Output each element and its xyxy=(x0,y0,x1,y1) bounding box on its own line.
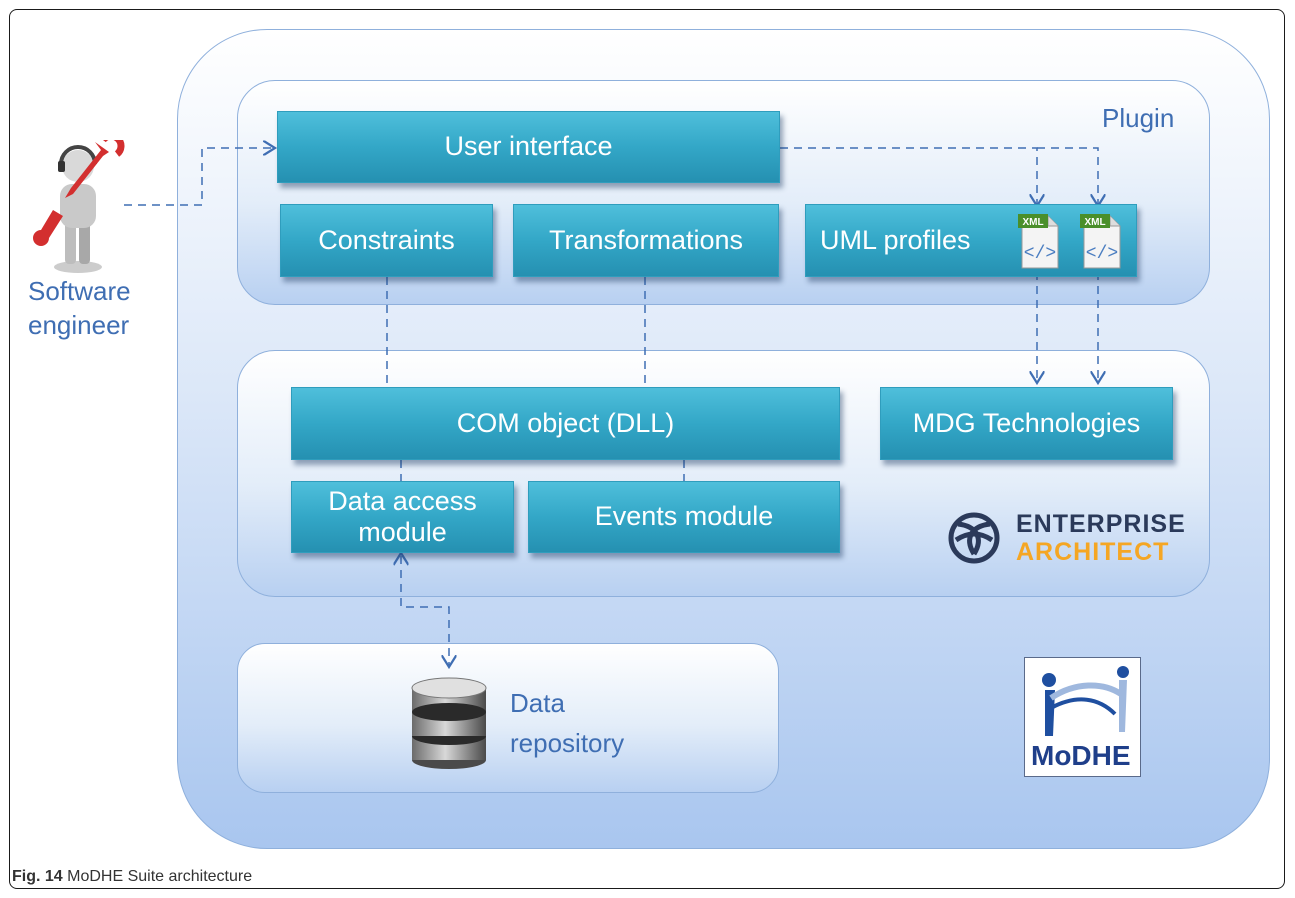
uml-profiles-box: UML profiles xyxy=(805,204,1137,277)
svg-text:</>: </> xyxy=(1024,244,1056,264)
constraints-box: Constraints xyxy=(280,204,493,277)
figure-number: Fig. 14 xyxy=(12,868,63,885)
data-access-label-line2: module xyxy=(358,517,447,547)
actor-label-line1: Software xyxy=(28,276,131,306)
user-interface-box: User interface xyxy=(277,111,780,183)
figure-title: MoDHE Suite architecture xyxy=(67,868,253,885)
enterprise-architect-logo: ENTERPRISE ARCHITECT xyxy=(946,508,1186,568)
dataaccess-to-repo-arrow xyxy=(401,556,449,667)
com-object-box: COM object (DLL) xyxy=(291,387,840,460)
svg-text:XML: XML xyxy=(1022,217,1043,228)
data-repository-panel xyxy=(237,643,779,793)
svg-text:XML: XML xyxy=(1084,217,1105,228)
ea-logo-text-line1: ENTERPRISE xyxy=(1016,510,1186,538)
ea-emblem-icon xyxy=(948,512,1000,564)
mdg-technologies-label: MDG Technologies xyxy=(912,407,1141,438)
ui-to-xml-arrow-1 xyxy=(780,147,1037,206)
modhe-emblem-icon xyxy=(1042,666,1129,736)
figure-frame xyxy=(9,9,1285,889)
events-module-label: Events module xyxy=(594,501,774,532)
ea-logo-text-line2: ARCHITECT xyxy=(1016,538,1170,566)
data-access-label-line1: Data access xyxy=(328,485,477,516)
constraints-label: Constraints xyxy=(318,224,455,255)
xml-file-icon: XML </> xyxy=(1018,214,1059,269)
actor-label-line2: engineer xyxy=(28,310,130,340)
figure-caption: Fig. 14 MoDHE Suite architecture xyxy=(12,868,252,886)
transformations-label: Transformations xyxy=(548,224,744,255)
com-object-label: COM object (DLL) xyxy=(456,407,675,438)
uml-profiles-label: UML profiles xyxy=(820,224,971,255)
repository-label-line2: repository xyxy=(510,728,625,758)
xml-file-icon: XML </> xyxy=(1080,214,1121,269)
modhe-logo-text: MoDHE xyxy=(1031,740,1131,771)
user-interface-label: User interface xyxy=(444,131,613,162)
mdg-technologies-box: MDG Technologies xyxy=(880,387,1173,460)
repository-label-line1: Data xyxy=(510,688,565,718)
modhe-logo: MoDHE xyxy=(1024,657,1141,777)
engineer-to-ui-arrow xyxy=(124,148,275,206)
database-icon xyxy=(411,677,487,769)
data-access-module-box: Data access module xyxy=(291,481,514,553)
transformations-box: Transformations xyxy=(513,204,779,277)
svg-text:</>: </> xyxy=(1086,244,1118,264)
plugin-label: Plugin xyxy=(1102,103,1175,133)
software-engineer-icon xyxy=(33,140,125,273)
ui-to-xml-arrow-2 xyxy=(1037,147,1098,206)
events-module-box: Events module xyxy=(528,481,840,553)
